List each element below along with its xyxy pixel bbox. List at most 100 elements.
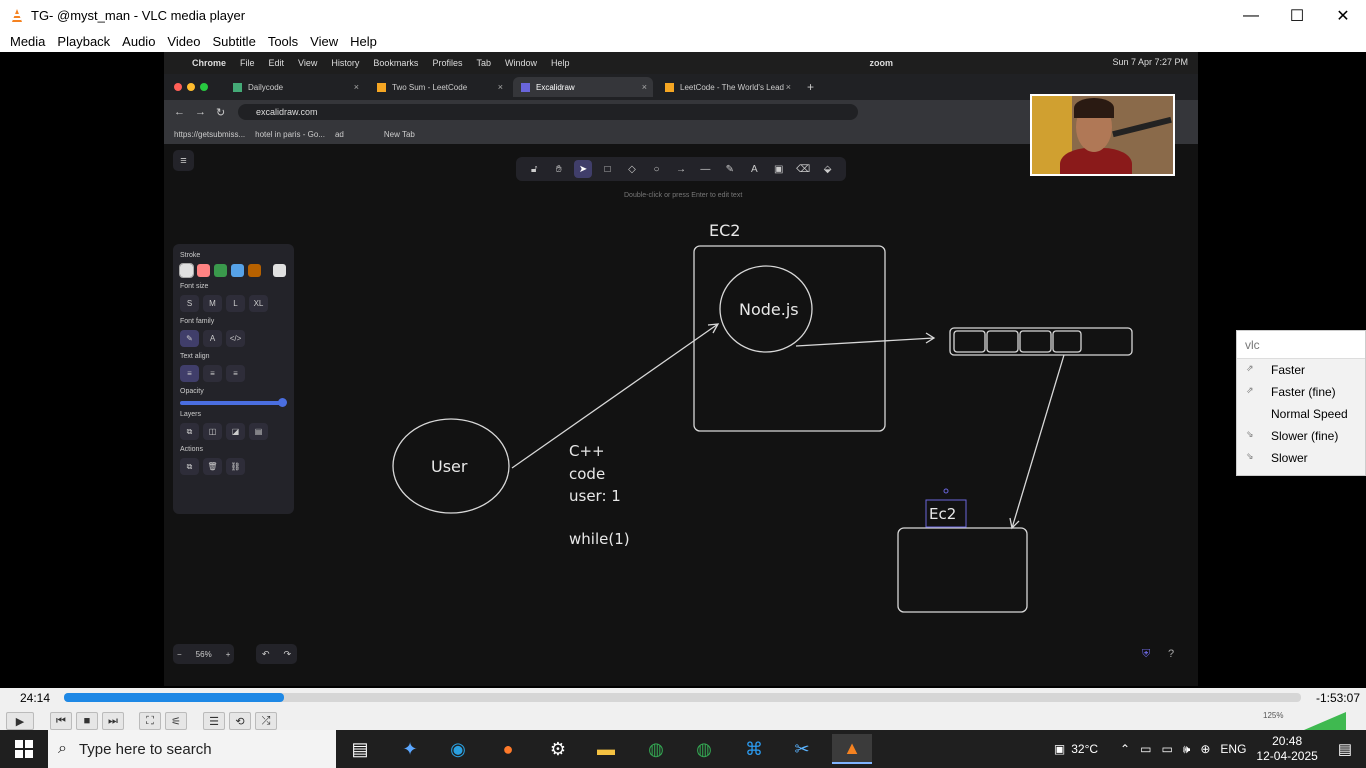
globe-icon[interactable]: ⊕	[1200, 742, 1211, 756]
stroke-swatch	[273, 264, 286, 277]
code-line: code	[569, 465, 605, 483]
zoom-in-icon: +	[225, 649, 231, 659]
fullscreen-button[interactable]: ⛶	[139, 712, 161, 730]
undo-redo-controls: ↶ ↷	[256, 644, 298, 664]
windows-taskbar: ⌕ Type here to search ▤ ✦ ◉ ● ⚙ ▬ ◍ ◍ ⌘ …	[0, 730, 1366, 768]
menu-video[interactable]: Video	[167, 34, 201, 49]
copilot-icon[interactable]: ✦	[402, 738, 418, 759]
ec2-label: EC2	[709, 221, 740, 240]
zoom-level: 56%	[195, 649, 212, 659]
faster-icon: ⇗	[1246, 363, 1254, 373]
clock[interactable]: 20:48 12-04-2025	[1256, 734, 1317, 764]
rectangle-tool-icon: □	[604, 163, 611, 175]
browser-tab: LeetCode - The World's Lead×	[657, 77, 797, 97]
menu-media[interactable]: Media	[10, 34, 46, 49]
video-area[interactable]: Chrome File Edit View History Bookmarks …	[0, 52, 1366, 688]
rotate-handle	[943, 488, 949, 494]
webcam-overlay	[1030, 94, 1175, 176]
nodejs-circle	[719, 265, 813, 353]
volume-slider[interactable]	[1304, 712, 1346, 730]
file-explorer-icon[interactable]: ▬	[597, 738, 615, 759]
chrome-icon[interactable]: ◍	[648, 738, 664, 759]
network-icon[interactable]: ▭	[1140, 742, 1152, 756]
extended-settings-button[interactable]: ⚟	[165, 712, 187, 730]
stop-button[interactable]: ■	[76, 712, 98, 730]
bookmark-item: hotel in paris - Go...	[255, 129, 325, 139]
taskbar-search-box[interactable]: ⌕ Type here to search	[48, 730, 336, 768]
postman-icon[interactable]: ●	[502, 738, 514, 759]
tab-label: LeetCode - The World's Lead	[680, 82, 784, 92]
mac-menu-item: Edit	[268, 58, 285, 68]
maximize-button[interactable]: ☐	[1289, 7, 1305, 25]
volume-icon[interactable]: 🕪︎	[1182, 741, 1191, 756]
previous-button[interactable]: ⏮	[50, 712, 72, 730]
speed-slower-fine[interactable]: ⇘Slower (fine)	[1237, 425, 1365, 447]
arrow-tool-icon: →	[675, 163, 686, 175]
snipping-tool-icon[interactable]: ✂	[794, 738, 810, 759]
play-button[interactable]: ▶	[6, 712, 34, 730]
menu-playback[interactable]: Playback	[57, 34, 111, 49]
excalidraw-toolbar: 🔓︎ ✋︎ ➤ □ ◇ ○ → — ✎ A ▣ ⌫ ⬙	[516, 157, 846, 181]
task-view-icon[interactable]: ▤	[351, 738, 369, 759]
playlist-button[interactable]: ☰	[203, 712, 225, 730]
line-tool-icon: —	[700, 163, 711, 175]
clock-date: 12-04-2025	[1256, 749, 1318, 763]
chrome-profile-icon[interactable]: ◍	[696, 738, 712, 759]
vlc-taskbar-icon[interactable]: ▲	[832, 734, 872, 764]
font-family-option: </>	[226, 330, 245, 347]
system-tray: ▣ 32°C ⌃ ▭ ▭ 🕪︎ ⊕ ENG 20:48 12-04-2025 ▤	[1054, 730, 1366, 768]
tab-label: Dailycode	[248, 82, 284, 92]
font-family-label: Font family	[180, 318, 215, 325]
show-hidden-icons-icon[interactable]: ⌃	[1120, 742, 1131, 756]
menu-subtitle[interactable]: Subtitle	[212, 34, 256, 49]
edge-icon[interactable]: ◉	[450, 738, 466, 759]
help-icon: ?	[1168, 648, 1175, 660]
mac-zoom-label: zoom	[869, 58, 894, 68]
popup-search-field[interactable]: vlc	[1237, 331, 1365, 359]
speed-faster-fine[interactable]: ⇗Faster (fine)	[1237, 381, 1365, 403]
menu-view[interactable]: View	[310, 34, 339, 49]
reload-icon: ↻	[216, 106, 226, 119]
speed-faster[interactable]: ⇗Faster	[1237, 359, 1365, 381]
font-size-label: Font size	[180, 283, 209, 290]
option-label: Slower	[1271, 451, 1308, 465]
seek-bar[interactable]	[64, 693, 1301, 702]
zoom-controls: − 56% +	[173, 644, 235, 664]
user-count-line: user: 1	[569, 487, 621, 505]
menu-audio[interactable]: Audio	[122, 34, 156, 49]
browser-tabstrip: Dailycode× Two Sum - LeetCode× Excalidra…	[164, 74, 1198, 100]
undo-icon: ↶	[262, 648, 270, 659]
seek-progress	[64, 693, 285, 702]
mac-menu-item: Bookmarks	[373, 58, 419, 68]
layer-backward-icon: ◫	[203, 423, 222, 440]
loop-button[interactable]: ⟲	[229, 712, 251, 730]
queue-to-worker-arrow	[1011, 354, 1065, 529]
mac-menubar: Chrome File Edit View History Bookmarks …	[164, 52, 1198, 74]
battery-icon[interactable]: ▭	[1161, 742, 1173, 756]
slower-fine-icon: ⇘	[1246, 429, 1254, 439]
language-indicator[interactable]: ENG	[1220, 742, 1247, 756]
speed-normal[interactable]: Normal Speed	[1237, 403, 1365, 425]
shuffle-button[interactable]: ⤮	[255, 712, 277, 730]
user-label: User	[431, 457, 468, 476]
weather-temp: 32°C	[1071, 742, 1099, 756]
windows-start-icon[interactable]	[0, 730, 48, 768]
menu-help[interactable]: Help	[350, 34, 377, 49]
mac-menu-item: Tab	[476, 58, 491, 68]
tab-label: Excalidraw	[536, 82, 575, 92]
close-button[interactable]: ✕	[1336, 7, 1350, 25]
notifications-icon[interactable]: ▤	[1337, 741, 1352, 758]
mac-app-name: Chrome	[192, 58, 227, 68]
shield-icon: ⛨	[1142, 648, 1151, 660]
settings-gear-icon[interactable]: ⚙	[549, 738, 567, 759]
speed-slower[interactable]: ⇘Slower	[1237, 447, 1365, 469]
minimize-button[interactable]: —	[1243, 6, 1259, 24]
next-button[interactable]: ⏭	[102, 712, 124, 730]
menu-tools[interactable]: Tools	[267, 34, 299, 49]
remaining-time: -1:53:07	[1315, 691, 1360, 705]
vscode-icon[interactable]: ⌘	[745, 738, 763, 759]
stroke-swatch	[197, 264, 210, 277]
font-family-option: ✎	[180, 330, 199, 347]
ec2-small-label: Ec2	[929, 505, 956, 523]
extra-tools-icon: ⬙	[823, 163, 832, 175]
